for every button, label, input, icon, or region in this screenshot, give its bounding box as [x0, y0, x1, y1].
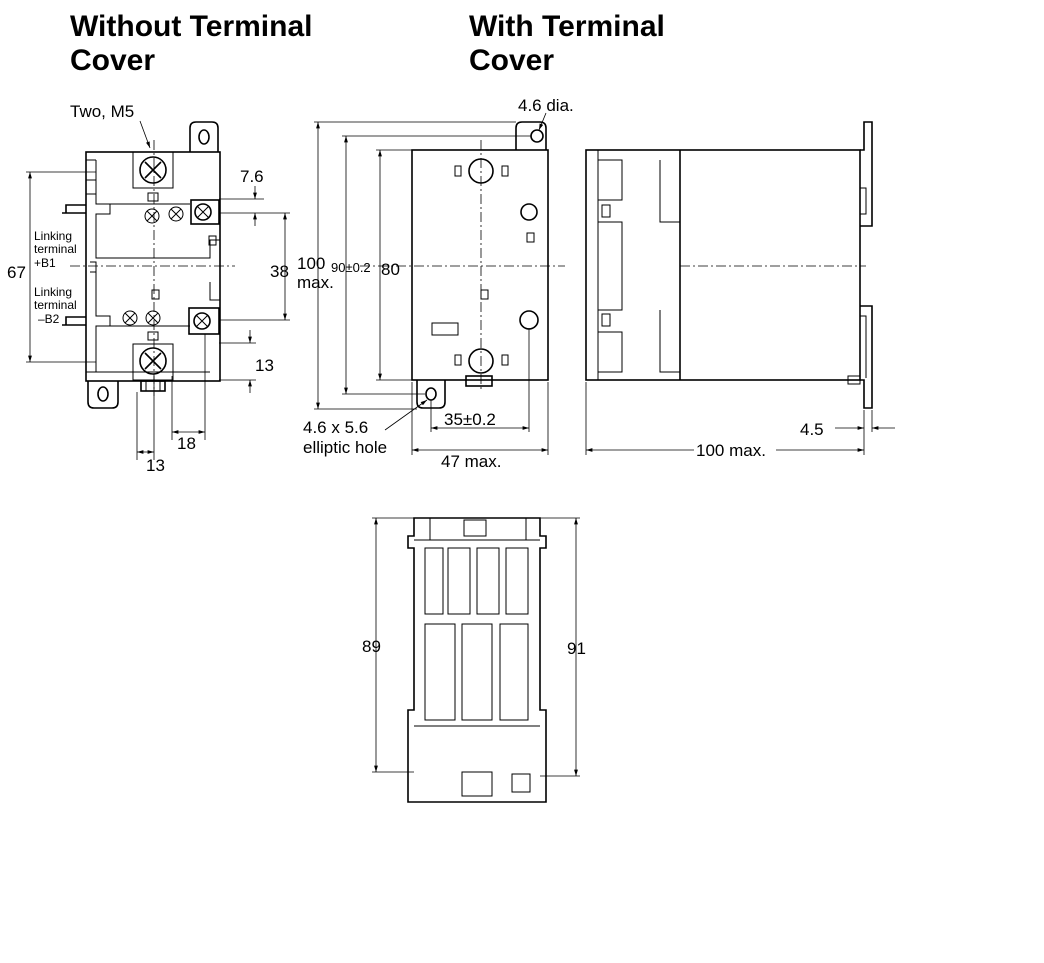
- view-side: 100 max. 4.5: [585, 121, 895, 460]
- label-linking-b1: Linking terminal +B1: [34, 229, 77, 270]
- view-with-cover-front: 4.6 dia. 100 max. 90±0.2 80 4.6 x 5.6 el…: [297, 96, 574, 471]
- label-dim-13-right: 13: [255, 356, 274, 375]
- label-dim-47: 47 max.: [441, 452, 501, 471]
- label-dim-18: 18: [177, 434, 196, 453]
- label-dim-100-max: max.: [297, 273, 334, 292]
- heading-with-cover: With Terminal Cover: [469, 10, 665, 78]
- label-dim-67: 67: [7, 263, 26, 282]
- label-dim-90: 90±0.2: [331, 260, 371, 275]
- label-two-m5: Two, M5: [70, 102, 134, 121]
- heading-with-cover-line1: With Terminal: [469, 10, 665, 43]
- label-dim-13-bottom: 13: [146, 456, 165, 475]
- view-bottom: 89 91: [362, 517, 586, 803]
- heading-without-cover: Without Terminal Cover: [70, 10, 313, 78]
- label-dim-91: 91: [567, 639, 586, 658]
- label-dim-100: 100: [297, 254, 325, 273]
- label-linking-b2-line3: –B2: [38, 312, 60, 326]
- label-linking-b1-line2: terminal: [34, 242, 77, 256]
- label-dim-7-6: 7.6: [240, 167, 264, 186]
- label-dim-38: 38: [270, 262, 289, 281]
- label-hole-dia: 4.6 dia.: [518, 96, 574, 115]
- label-linking-b1-line3: +B1: [34, 256, 56, 270]
- label-linking-b1-line1: Linking: [34, 229, 72, 243]
- label-linking-b2: Linking terminal –B2: [34, 285, 77, 326]
- heading-without-cover-line2: Cover: [70, 44, 156, 77]
- label-dim-4-5: 4.5: [800, 420, 824, 439]
- label-linking-b2-line2: terminal: [34, 298, 77, 312]
- label-ellipse-line2: elliptic hole: [303, 438, 387, 457]
- label-dim-80: 80: [381, 260, 400, 279]
- label-dim-35: 35±0.2: [444, 410, 496, 429]
- label-ellipse-line1: 4.6 x 5.6: [303, 418, 368, 437]
- label-linking-b2-line1: Linking: [34, 285, 72, 299]
- label-dim-89: 89: [362, 637, 381, 656]
- heading-with-cover-line2: Cover: [469, 44, 555, 77]
- heading-without-cover-line1: Without Terminal: [70, 10, 313, 43]
- view-without-cover: Two, M5 7.6 38 67 13 18 13 Linking termi…: [7, 102, 290, 475]
- label-dim-100-side: 100 max.: [696, 441, 766, 460]
